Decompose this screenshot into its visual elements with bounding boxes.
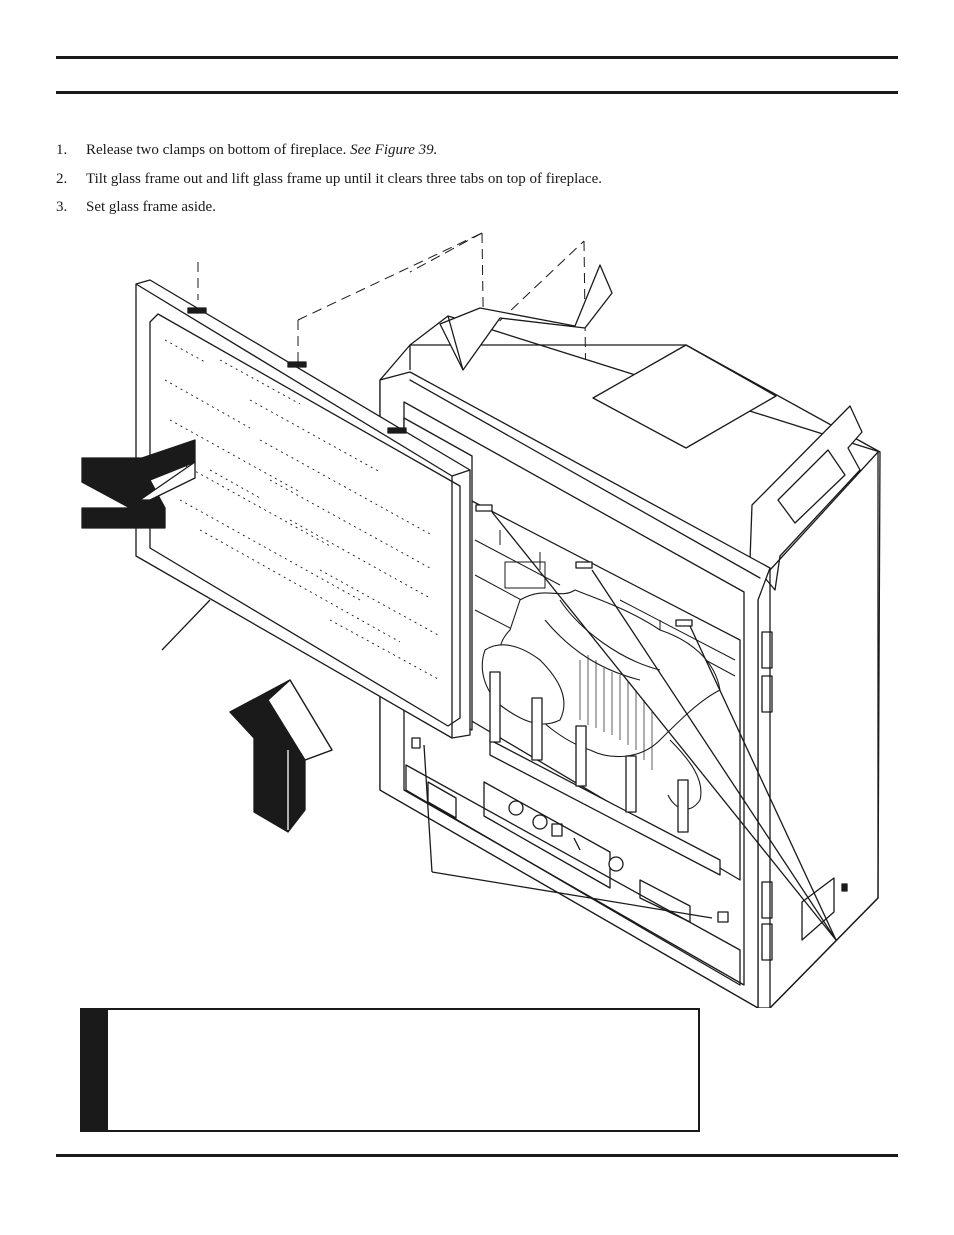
warning-side-bar — [82, 1010, 108, 1130]
step-number: 1. — [56, 142, 68, 158]
step-text: Release two clamps on bottom of fireplac… — [86, 142, 438, 158]
flame-hatch — [579, 655, 653, 770]
step-number: 2. — [56, 171, 68, 187]
glass-frame — [135, 279, 471, 739]
step-text: Tilt glass frame out and lift glass fram… — [86, 171, 602, 187]
glass-stipple — [164, 339, 441, 681]
step-text: Set glass frame aside. — [86, 199, 216, 215]
footer-rule — [56, 1154, 898, 1157]
fireplace-figure — [81, 232, 881, 1008]
header-rule-bottom — [56, 91, 898, 94]
log-set — [481, 589, 721, 810]
grate — [489, 671, 721, 876]
warning-box — [80, 1008, 700, 1132]
arrow-out-icon — [81, 439, 196, 529]
header-rule-top — [56, 56, 898, 59]
figure-reference: See Figure 39. — [350, 142, 438, 158]
step-number: 3. — [56, 199, 68, 215]
arrow-up-icon — [229, 679, 333, 833]
